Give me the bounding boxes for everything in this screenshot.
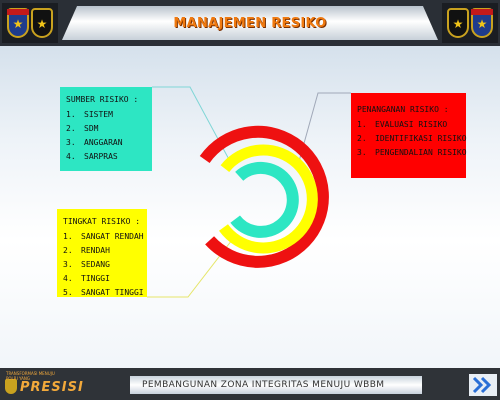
police-emblem-icon	[5, 379, 17, 394]
arc-yellow	[219, 144, 318, 254]
list-item: 3.SEDANG	[63, 260, 110, 269]
presisi-tagline: TRANSFORMASI MENUJU POLRI YANG	[6, 371, 55, 381]
list-item: 1.EVALUASI RISIKO	[357, 120, 448, 129]
header-logos-right: ★ ★	[442, 3, 498, 43]
connector-tingkat	[147, 239, 233, 298]
penanganan-risiko-box: PENANGANAN RISIKO : 1.EVALUASI RISIKO 2.…	[351, 93, 467, 178]
list-item: 2.RENDAH	[63, 246, 110, 255]
footer-text: PEMBANGUNAN ZONA INTEGRITAS MENUJU WBBM	[130, 376, 422, 394]
list-item: 3.ANGGARAN	[66, 138, 123, 147]
police-emblem-icon: ★	[7, 8, 29, 38]
list-item: 5.SANGAT TINGGI	[63, 288, 144, 297]
police-emblem-icon: ★	[471, 8, 493, 38]
presisi-logo: PRESISI	[20, 380, 84, 395]
list-item: 2.SDM	[66, 124, 99, 133]
police-star-icon: ★	[447, 8, 469, 38]
list-item: 1.SANGAT RENDAH	[63, 232, 144, 241]
arc-cyan	[230, 161, 299, 238]
penanganan-risiko-title: PENANGANAN RISIKO :	[357, 105, 449, 114]
police-star-icon: ★	[31, 8, 53, 38]
header-logos-left: ★ ★	[2, 3, 58, 43]
arc-red	[199, 125, 329, 268]
page-title: MANAJEMEN RESIKO	[173, 15, 327, 31]
list-item: 4.TINGGI	[63, 274, 110, 283]
tingkat-risiko-box: TINGKAT RISIKO : 1.SANGAT RENDAH 2.RENDA…	[57, 209, 147, 297]
next-chevron-icon[interactable]	[469, 374, 497, 396]
connector-penanganan	[297, 92, 351, 166]
title-band	[62, 6, 438, 40]
sumber-risiko-title: SUMBER RISIKO :	[66, 95, 139, 104]
list-item: 3.PENGENDALIAN RISIKO	[357, 148, 467, 157]
list-item: 1.SISTEM	[66, 110, 113, 119]
tingkat-risiko-title: TINGKAT RISIKO :	[63, 217, 141, 226]
list-item: 2.IDENTIFIKASI RISIKO	[357, 134, 467, 143]
list-item: 4.SARPRAS	[66, 152, 118, 161]
sumber-risiko-box: SUMBER RISIKO : 1.SISTEM 2.SDM 3.ANGGARA…	[60, 87, 152, 171]
connector-sumber	[152, 86, 233, 166]
